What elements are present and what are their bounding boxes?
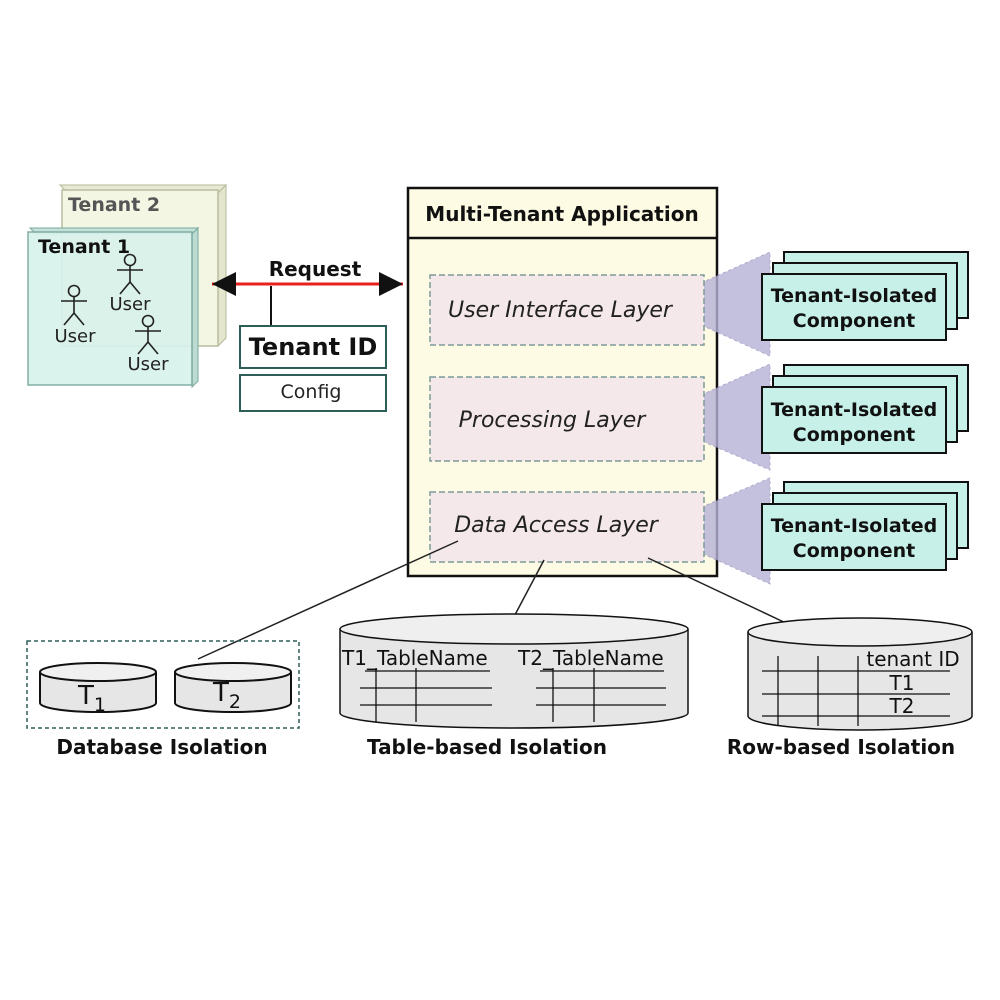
- table2-name: T2_TableName: [517, 646, 664, 670]
- tenant-1-label: Tenant 1: [38, 236, 130, 258]
- tenant-isolated-component-ui: Tenant-Isolated Component: [761, 251, 969, 341]
- database-t1-label: T1: [77, 681, 106, 716]
- database-isolation: T1 T2 Database Isolation: [26, 640, 300, 759]
- layer-label: Data Access Layer: [454, 513, 660, 538]
- database-isolation-caption: Database Isolation: [56, 735, 267, 759]
- component-label-line2: Component: [793, 424, 915, 446]
- tenant-1-box: Tenant 1 User User User: [27, 226, 200, 389]
- user-icon: [117, 253, 143, 295]
- config-label: Config: [281, 381, 342, 403]
- user-icon: [135, 314, 161, 355]
- table-based-isolation-caption: Table-based Isolation: [367, 735, 607, 759]
- connector-row: [647, 557, 789, 625]
- component-label-line1: Tenant-Isolated: [771, 285, 938, 307]
- tenant-id-label: Tenant ID: [249, 333, 378, 361]
- layer-data-access: Data Access Layer: [429, 491, 705, 563]
- row-table-grid: [762, 656, 950, 726]
- database-t1: T1: [39, 662, 157, 716]
- layer-label: User Interface Layer: [448, 298, 674, 323]
- tenant-isolated-component-processing: Tenant-Isolated Component: [761, 364, 969, 454]
- config-box: Config: [239, 374, 387, 412]
- component-label-line1: Tenant-Isolated: [771, 515, 938, 537]
- row-based-isolation: tenant ID T1 T2 Row-based Isolation: [727, 617, 973, 759]
- funnel-processing: [689, 363, 771, 471]
- layer-processing: Processing Layer: [429, 376, 705, 462]
- database-t2: T2: [174, 662, 292, 713]
- user-label: User: [54, 326, 96, 347]
- database-t2-label: T2: [212, 678, 241, 713]
- table1-name: T1_TableName: [341, 646, 488, 670]
- table2-grid: [536, 668, 666, 722]
- component-label-line2: Component: [793, 310, 915, 332]
- connector-database: [197, 540, 459, 660]
- isolation-funnels: [689, 251, 771, 585]
- row-column-header: tenant ID: [866, 647, 959, 671]
- table1-grid: [360, 668, 492, 722]
- request-arrow: Request: [212, 257, 403, 327]
- user-label: User: [127, 354, 169, 375]
- funnel-data-access: [689, 477, 771, 585]
- request-label: Request: [269, 257, 362, 281]
- app-title: Multi-Tenant Application: [425, 202, 698, 226]
- tenant-id-box: Tenant ID: [239, 325, 387, 369]
- tenant-isolated-component-data-access: Tenant-Isolated Component: [761, 481, 969, 571]
- database-isolation-frame: [26, 640, 300, 729]
- row-based-isolation-caption: Row-based Isolation: [727, 735, 955, 759]
- component-label-line1: Tenant-Isolated: [771, 399, 938, 421]
- user-icon: [61, 284, 87, 326]
- row-value-t1: T1: [889, 671, 915, 695]
- tenant-2-label: Tenant 2: [68, 194, 160, 216]
- layer-user-interface: User Interface Layer: [429, 274, 705, 346]
- user-label: User: [109, 294, 151, 315]
- row-value-t2: T2: [889, 694, 915, 718]
- component-label-line2: Component: [793, 540, 915, 562]
- table-based-isolation: T1_TableName T2_TableName Table-based Is…: [339, 613, 689, 759]
- layer-label: Processing Layer: [459, 408, 648, 433]
